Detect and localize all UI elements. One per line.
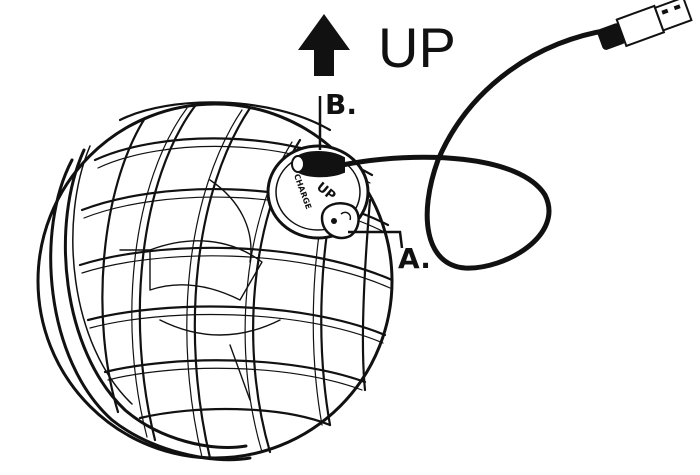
usb-plug	[291, 151, 345, 178]
up-arrow-icon	[298, 14, 350, 76]
equator-ring	[49, 158, 252, 462]
callout-lines	[318, 96, 404, 249]
up-label: UP	[378, 16, 456, 79]
flying-ball-sphere	[36, 101, 394, 462]
usb-connector-icon	[597, 0, 693, 50]
usb-cable	[339, 27, 613, 271]
power-switch	[320, 202, 360, 240]
callout-a-label: A.	[398, 242, 431, 275]
callout-b-label: B.	[325, 88, 357, 121]
